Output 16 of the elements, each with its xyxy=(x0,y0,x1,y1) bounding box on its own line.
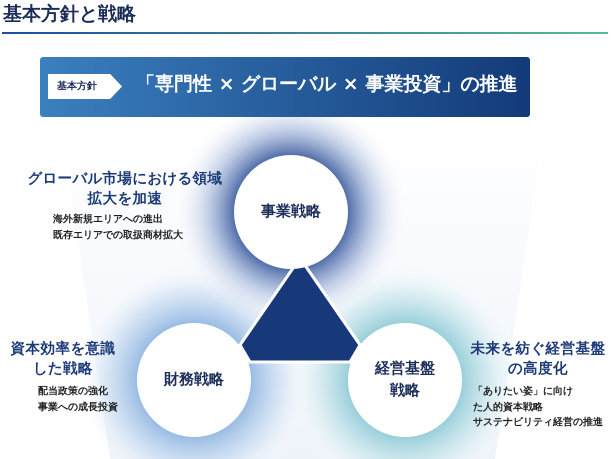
circle-label: 財務戦略 xyxy=(164,369,224,390)
banner xyxy=(40,57,530,117)
heading-text: グローバル市場における領域拡大を加速 xyxy=(26,170,224,209)
bullet-text: 既存エリアでの取扱商材拡大 xyxy=(53,228,183,243)
circle-label: 経営基盤戦略 xyxy=(374,358,436,401)
heading-text: 未来を紡ぐ経営基盤の高度化 xyxy=(469,340,606,379)
tag-label: 基本方針 xyxy=(48,74,122,99)
circle-label: 事業戦略 xyxy=(261,201,321,222)
banner-text: 「専門性 × グローバル × 事業投資」の推進 xyxy=(136,72,518,97)
bullet-text: 事業への成長投資 xyxy=(38,400,118,415)
page-title: 基本方針と戦略 xyxy=(3,2,136,27)
bullet-text: 海外新規エリアへの進出 xyxy=(53,212,163,227)
bullet-text: サステナビリティ経営の推進 xyxy=(473,416,603,430)
heading-text: 資本効率を意識した戦略 xyxy=(10,340,116,379)
bullet-text: 配当政策の強化 xyxy=(38,384,108,399)
bullet-text: 「ありたい姿」に向けた人的資本戦略 xyxy=(473,384,573,414)
